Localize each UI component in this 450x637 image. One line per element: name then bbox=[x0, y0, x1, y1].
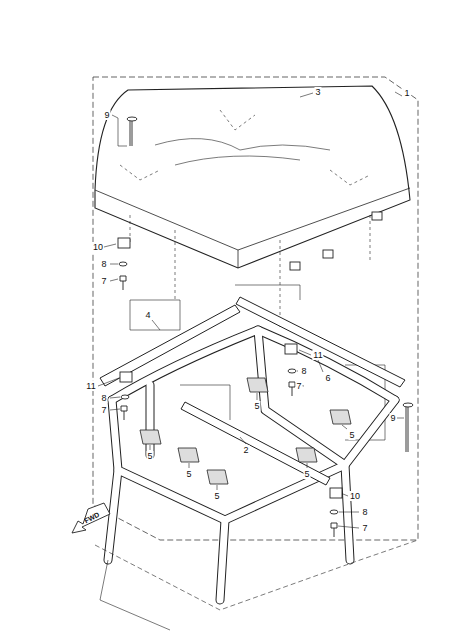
callout-number: 10 bbox=[92, 242, 104, 252]
callout-number: 7 bbox=[361, 523, 368, 533]
callout-number: 9 bbox=[103, 110, 110, 120]
callout-number: 11 bbox=[312, 350, 323, 360]
callout-number: 5 bbox=[213, 491, 220, 501]
callout-number: 10 bbox=[349, 491, 361, 501]
callout-number: 8 bbox=[361, 507, 368, 517]
callout-number: 8 bbox=[100, 259, 107, 269]
callout-number: 8 bbox=[300, 366, 307, 376]
callout-number: 1 bbox=[403, 88, 410, 98]
callout-number: 6 bbox=[324, 373, 331, 383]
callout-number: 4 bbox=[144, 310, 151, 320]
callout-number: 11 bbox=[85, 381, 96, 391]
callout-number: 7 bbox=[100, 405, 107, 415]
callout-number: 7 bbox=[295, 381, 302, 391]
direction-mark: FWD bbox=[82, 509, 103, 526]
callout-number: 9 bbox=[389, 413, 396, 423]
callout-number: 5 bbox=[303, 469, 310, 479]
callout-number: 5 bbox=[185, 469, 192, 479]
callout-number: 3 bbox=[314, 87, 321, 97]
callout-number: 8 bbox=[100, 393, 107, 403]
callout-number: 5 bbox=[348, 430, 355, 440]
callout-number: 2 bbox=[242, 445, 249, 455]
callout-number: 5 bbox=[253, 401, 260, 411]
callout-number: 5 bbox=[146, 451, 153, 461]
callout-number: 7 bbox=[100, 276, 107, 286]
